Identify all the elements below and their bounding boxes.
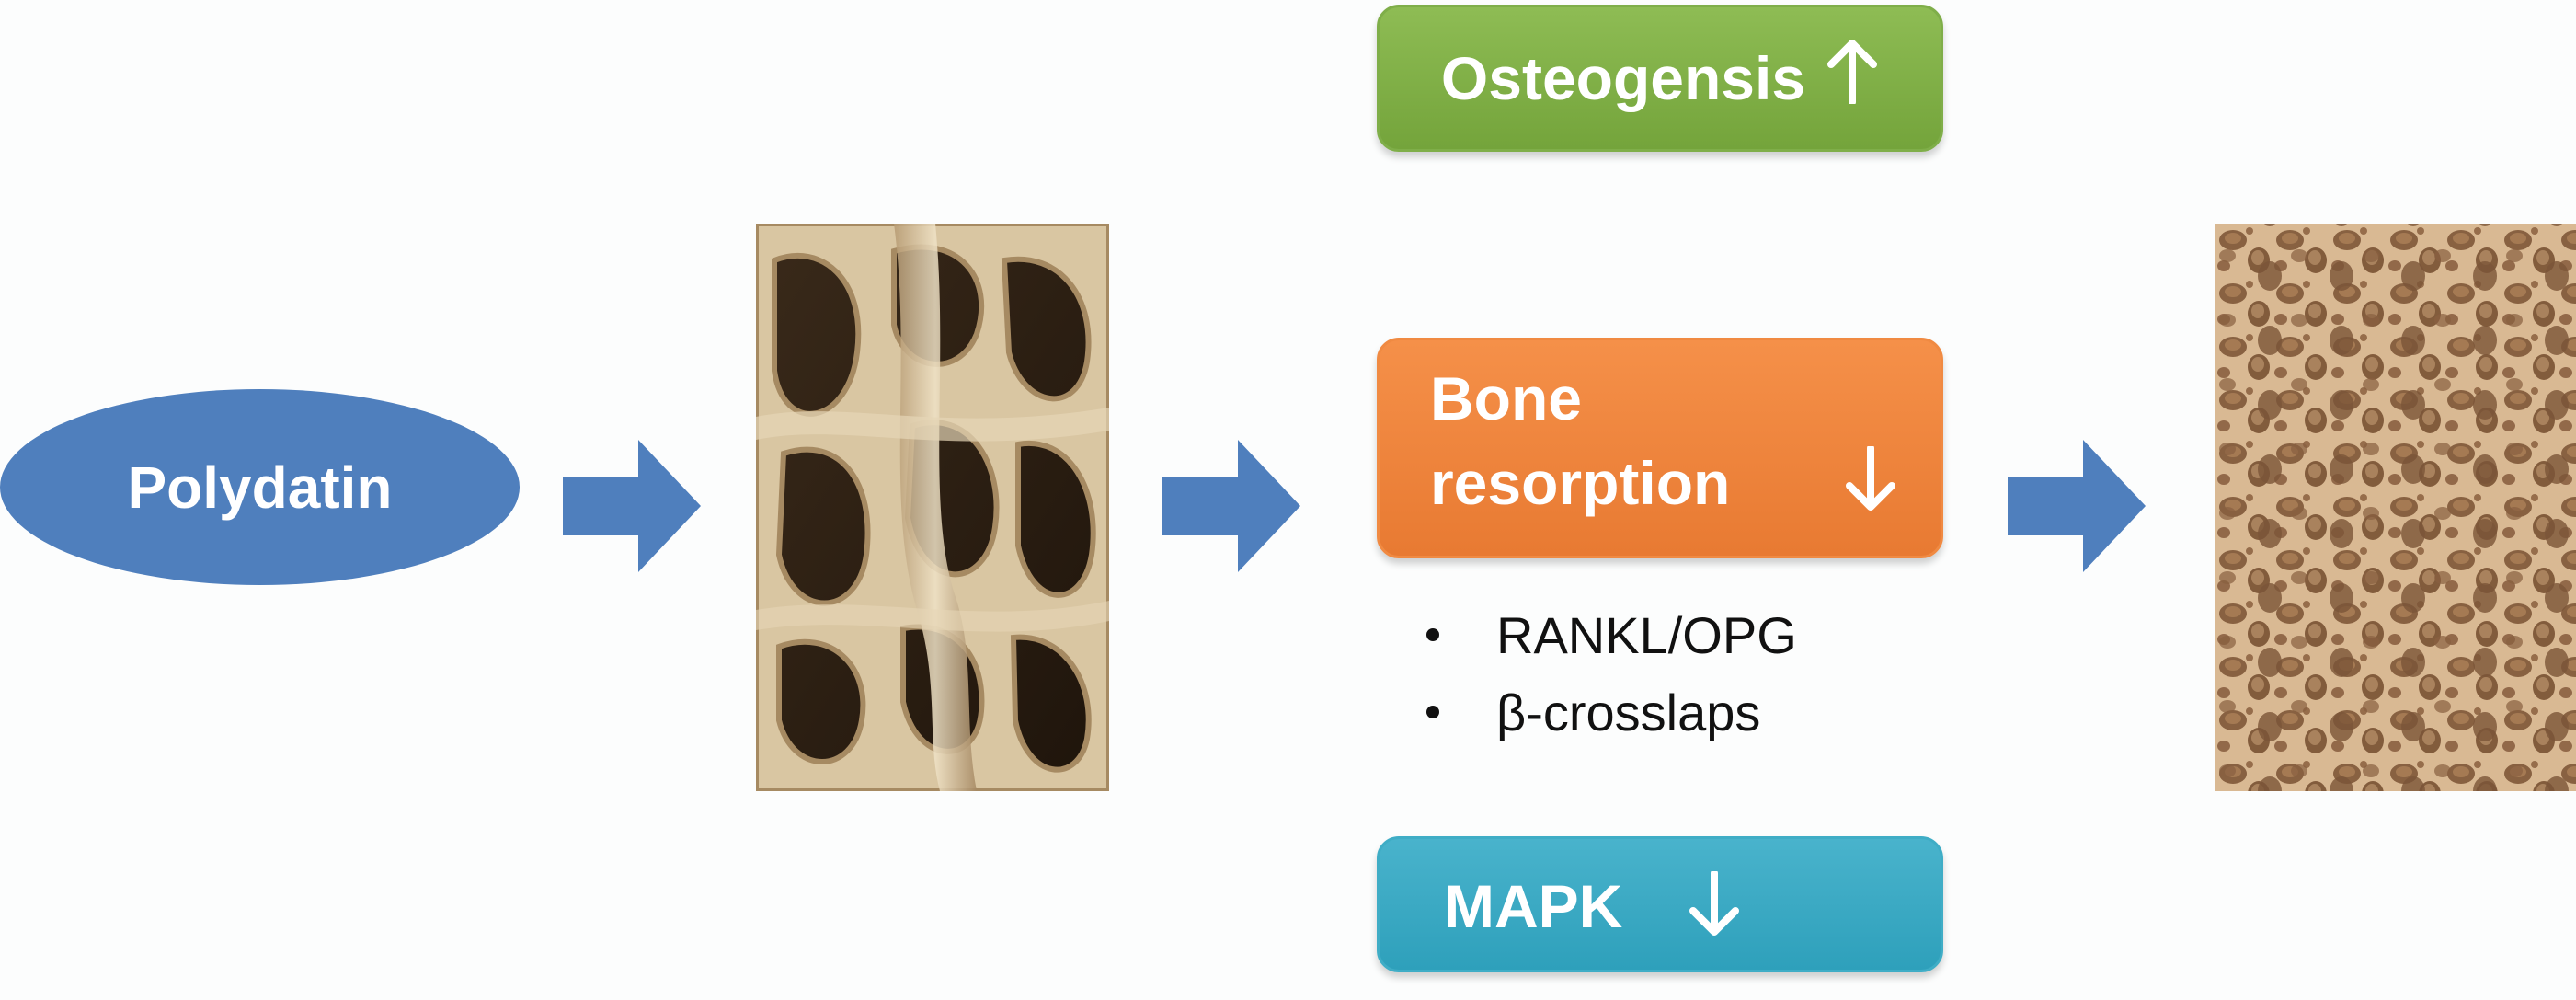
marker-item: β-crosslaps	[1421, 673, 1797, 751]
marker-label: β-crosslaps	[1496, 683, 1761, 741]
flow-arrow-1	[563, 440, 701, 572]
bullet-icon	[1426, 628, 1439, 641]
flow-arrow-2	[1162, 440, 1300, 572]
marker-label: RANKL/OPG	[1496, 605, 1797, 664]
bone-after-image	[2215, 224, 2576, 791]
down-arrow-icon	[1688, 869, 1741, 949]
bone-resorption-markers: RANKL/OPG β-crosslaps	[1421, 596, 1797, 751]
bullet-icon	[1426, 706, 1439, 718]
mapk-label: MAPK	[1444, 872, 1623, 940]
mapk-box: MAPK	[1377, 836, 1943, 972]
bone-resorption-box: Bone resorption	[1377, 338, 1943, 558]
down-arrow-icon	[1844, 444, 1897, 524]
bone-resorption-label-line2: resorption	[1430, 449, 1731, 517]
up-arrow-icon	[1826, 39, 1879, 118]
osteogenesis-box: Osteogensis	[1377, 5, 1943, 152]
marker-item: RANKL/OPG	[1421, 596, 1797, 673]
bone-before-image	[756, 224, 1109, 791]
osteogenesis-label: Osteogensis	[1440, 44, 1806, 112]
bone-resorption-label-line1: Bone	[1430, 364, 1582, 432]
polydatin-node: Polydatin	[0, 389, 520, 585]
polydatin-label: Polydatin	[127, 454, 393, 521]
flow-arrow-3	[2008, 440, 2146, 572]
